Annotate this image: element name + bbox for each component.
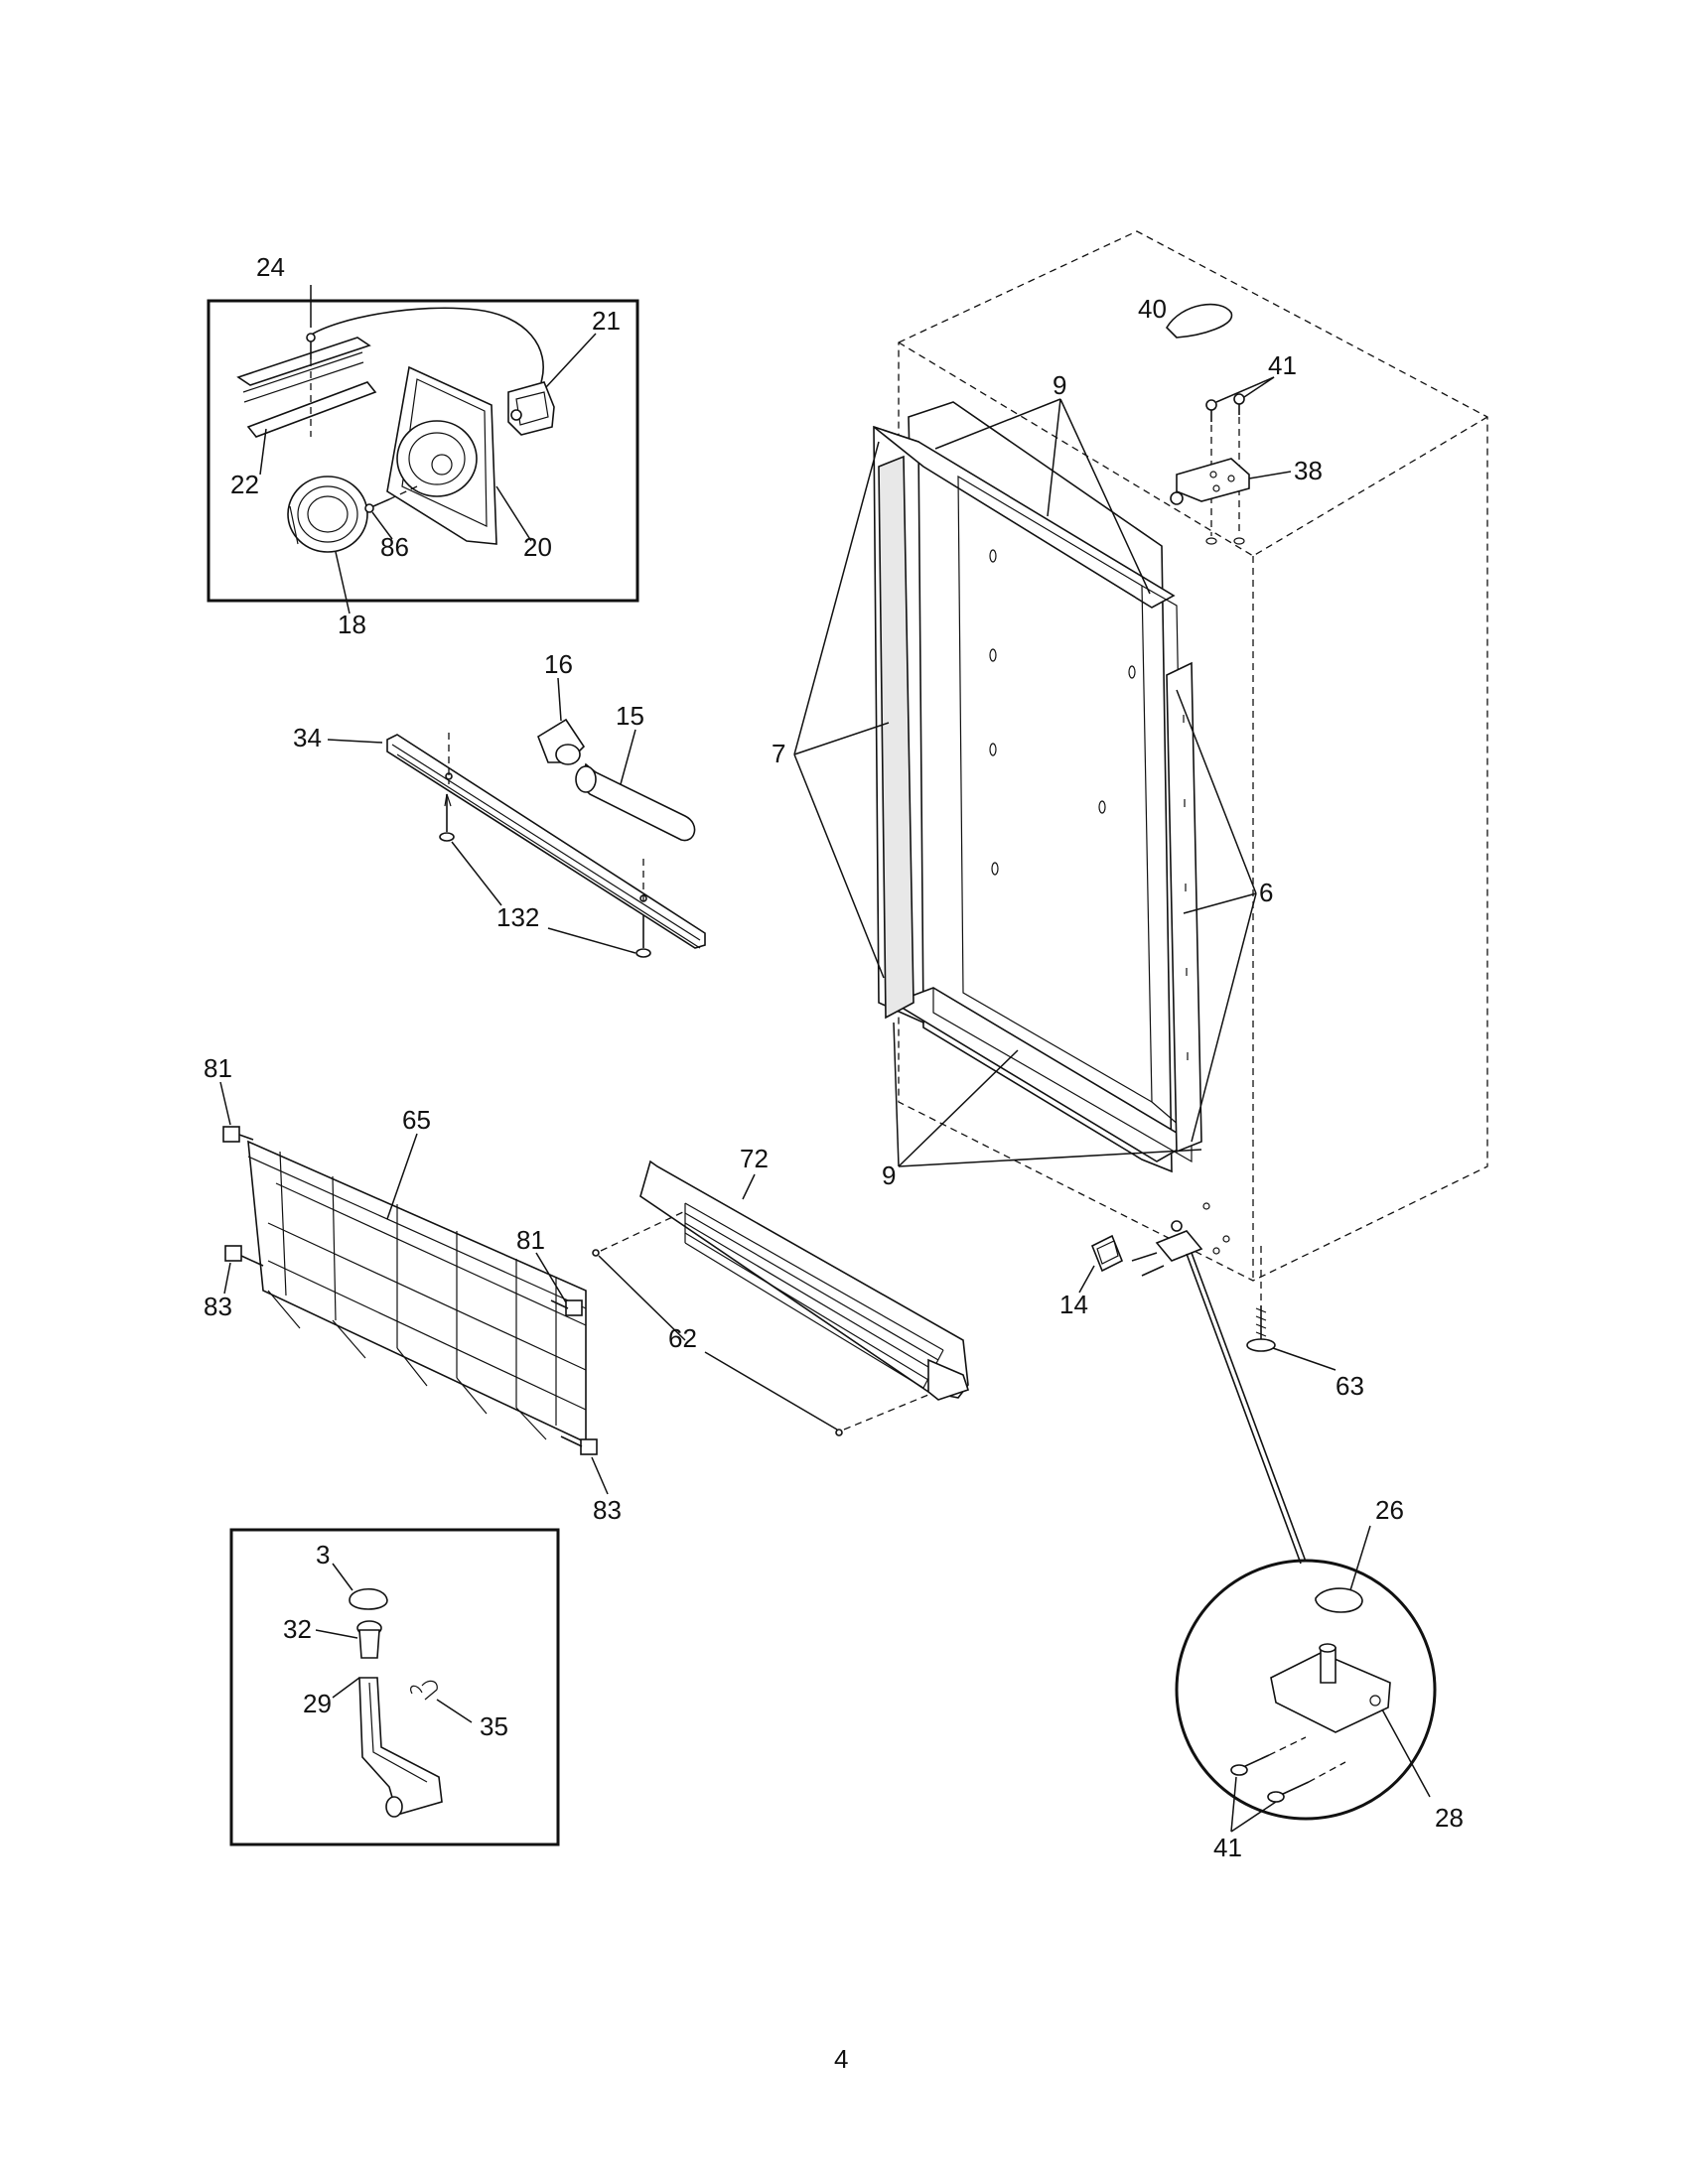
callout-65: 65 <box>402 1105 431 1135</box>
door-switch <box>1078 1234 1124 1294</box>
screw-62-right <box>835 1429 843 1436</box>
callout-21: 21 <box>592 306 621 336</box>
drain-tube-32 <box>358 1629 380 1659</box>
wire-shelf <box>219 1081 609 1495</box>
callout-41-detail: 41 <box>1213 1833 1242 1862</box>
screw-86 <box>364 485 418 513</box>
callout-35: 35 <box>480 1711 508 1741</box>
breaker-right <box>1166 661 1202 1154</box>
breaker-top <box>873 426 1176 609</box>
shelf-support-81-left <box>222 1126 240 1143</box>
callout-40: 40 <box>1138 294 1167 324</box>
thermostat-assembly-inset <box>207 285 639 614</box>
callout-labels: 24 21 22 86 20 18 16 15 34 132 40 41 38 … <box>204 252 1464 1862</box>
inset-frame-top-left <box>207 299 639 603</box>
drain-plug <box>349 1588 388 1610</box>
callout-83-left: 83 <box>204 1292 232 1321</box>
callout-7: 7 <box>772 739 785 768</box>
light-assembly <box>327 677 706 958</box>
drain-tube-29 <box>358 1677 443 1816</box>
shelf-support-83-left <box>224 1245 242 1262</box>
callout-18: 18 <box>338 610 366 639</box>
thermostat-housing <box>386 365 497 545</box>
drain-assembly-inset <box>229 1528 560 1846</box>
callout-63: 63 <box>1336 1371 1364 1401</box>
heater-strip <box>236 337 377 438</box>
light-socket <box>537 718 586 765</box>
callout-16: 16 <box>544 649 573 679</box>
callout-86: 86 <box>380 532 409 562</box>
callout-29: 29 <box>303 1689 332 1718</box>
callout-72: 72 <box>740 1144 769 1173</box>
screw-132-upper <box>439 793 455 842</box>
toe-grille <box>592 1160 970 1436</box>
breaker-left <box>878 455 914 1020</box>
light-bulb <box>575 762 696 842</box>
callout-38: 38 <box>1294 456 1323 485</box>
cabinet-outline <box>898 230 1488 1282</box>
callout-22: 22 <box>230 470 259 499</box>
freezer-cabinet <box>793 230 1488 1282</box>
callout-3: 3 <box>316 1540 330 1570</box>
shelf-support-81-right <box>565 1299 583 1316</box>
callout-83-right: 83 <box>593 1495 622 1525</box>
callout-62: 62 <box>668 1323 697 1353</box>
top-hinge-plate <box>1176 458 1250 502</box>
bottom-hinge-on-cabinet <box>1131 1220 1307 1565</box>
top-hinge-assembly <box>1165 303 1292 545</box>
callout-41-top: 41 <box>1268 350 1297 380</box>
callout-34: 34 <box>293 723 322 752</box>
hinge-screws-41 <box>1205 393 1245 422</box>
callout-20: 20 <box>523 532 552 562</box>
callout-81-right: 81 <box>516 1225 545 1255</box>
callout-28: 28 <box>1435 1803 1464 1833</box>
callout-24: 24 <box>256 252 285 282</box>
callout-26: 26 <box>1375 1495 1404 1525</box>
capillary-tube <box>309 307 544 383</box>
screw-132-lower <box>635 915 651 958</box>
shelf-support-83-right <box>580 1438 598 1455</box>
hinge-cover <box>1165 303 1233 339</box>
detail-circle <box>1175 1559 1437 1821</box>
callout-14: 14 <box>1059 1290 1088 1319</box>
bottom-hinge-detail <box>1175 1525 1437 1833</box>
callout-15: 15 <box>616 701 644 731</box>
inset-frame-bottom-left <box>229 1528 560 1846</box>
screw-24 <box>306 333 316 437</box>
thermostat-control <box>507 381 555 436</box>
thermostat-knob <box>287 476 368 553</box>
callout-9-bottom: 9 <box>882 1160 896 1190</box>
callout-81-left: 81 <box>204 1053 232 1083</box>
page-number: 4 <box>834 2044 848 2074</box>
callout-32: 32 <box>283 1614 312 1644</box>
callout-132: 132 <box>496 902 539 932</box>
callout-9-top: 9 <box>1053 370 1066 400</box>
leveling-leg <box>1246 1246 1336 1371</box>
screw-62-left <box>592 1249 600 1257</box>
callout-6: 6 <box>1259 878 1273 907</box>
light-shade <box>386 734 706 949</box>
hinge-bushing <box>1315 1587 1363 1613</box>
drain-clip <box>410 1680 438 1701</box>
